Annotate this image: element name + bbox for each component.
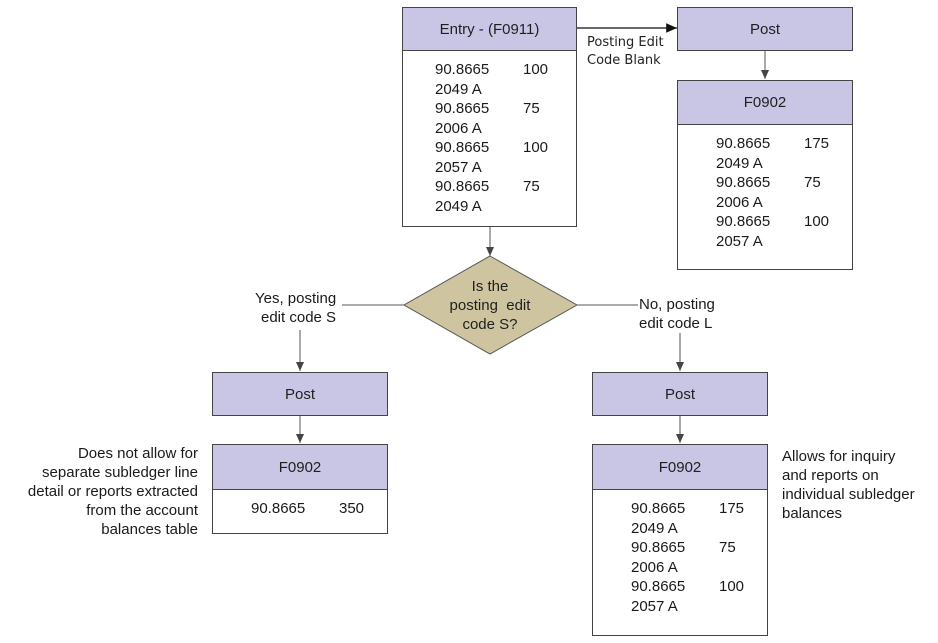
no-path-label: No, posting edit code L (639, 296, 715, 332)
entry-row-1: 90.8665 100 2049 A (435, 61, 549, 98)
entry-header: Entry - (F0911) (402, 7, 577, 51)
decision-text: Is the posting edit code S? (449, 278, 531, 333)
f0902-no-row-2: 90.8665 75 2006 A (631, 539, 736, 576)
entry-row-3: 90.8665 100 2057 A (435, 139, 549, 176)
f0902-yes-row-1: 90.8665 350 (251, 500, 365, 517)
yes-path-label: Yes, posting edit code S (255, 290, 337, 326)
entry-row-4: 90.8665 75 2049 A (435, 178, 540, 215)
post-no-box: Post (592, 372, 768, 416)
f0902-no-row-3: 90.8665 100 2057 A (631, 578, 745, 615)
f0902-blank-row-1: 90.8665 175 2049 A (716, 135, 830, 172)
f0902-blank-header: F0902 (677, 80, 853, 125)
f0902-blank-row-3: 90.8665 100 2057 A (716, 213, 830, 250)
f0902-no-header: F0902 (592, 444, 768, 490)
no-path-note: Allows for inquiry and reports on indivi… (782, 448, 915, 522)
entry-title: Entry - (F0911) (439, 20, 540, 38)
entry-row-2: 90.8665 75 2006 A (435, 100, 540, 137)
yes-path-note: Does not allow for separate subledger li… (27, 445, 198, 538)
f0902-blank-row-2: 90.8665 75 2006 A (716, 174, 821, 211)
blank-path-label: Posting Edit Code Blank (587, 35, 664, 68)
post-blank-box: Post (677, 7, 853, 51)
post-yes-box: Post (212, 372, 388, 416)
f0902-no-row-1: 90.8665 175 2049 A (631, 500, 745, 537)
f0902-yes-header: F0902 (212, 444, 388, 490)
decision-diamond (402, 255, 579, 355)
